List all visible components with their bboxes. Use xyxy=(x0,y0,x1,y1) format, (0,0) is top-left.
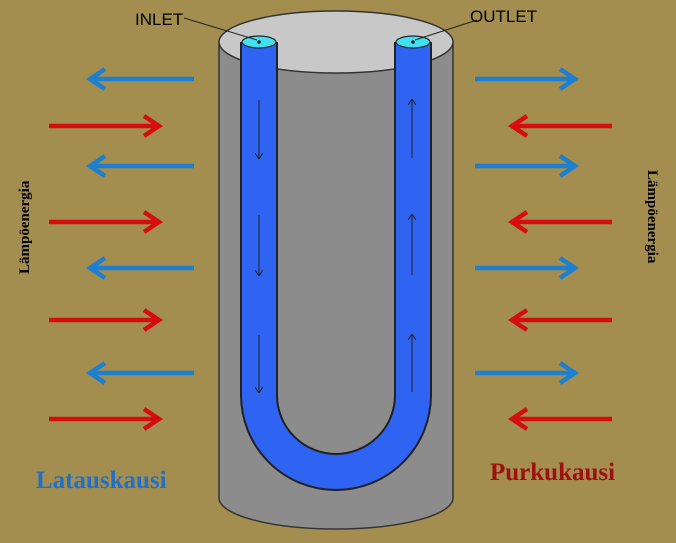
left-arrow-warm xyxy=(49,308,164,332)
heat-energy-right-label: Lämpöenergia xyxy=(644,170,660,264)
heat-energy-left-label: Lämpöenergia xyxy=(17,180,33,274)
outlet-label: OUTLET xyxy=(470,7,537,26)
left-arrow-warm xyxy=(49,114,164,138)
right-arrow-cold xyxy=(475,154,580,178)
left-arrow-cold xyxy=(85,256,194,280)
u-pipe xyxy=(240,35,432,491)
right-arrow-warm xyxy=(507,114,612,138)
left-arrow-cold xyxy=(85,361,194,385)
left-arrow-warm xyxy=(49,210,164,234)
inlet-label: INLET xyxy=(135,10,183,29)
left-arrow-cold xyxy=(85,67,194,91)
right-arrow-cold xyxy=(475,256,580,280)
left-arrow-cold xyxy=(85,154,194,178)
right-arrows xyxy=(475,67,612,431)
right-arrow-cold xyxy=(475,361,580,385)
u-pipe-fill xyxy=(242,42,430,489)
left-arrows xyxy=(49,67,194,431)
outlet-leader xyxy=(414,19,478,41)
left-arrow-warm xyxy=(49,407,164,431)
charging-season-label: Latauskausi xyxy=(36,467,167,494)
discharging-season-label: Purkukausi xyxy=(490,459,615,486)
right-arrow-warm xyxy=(507,210,612,234)
right-arrow-warm xyxy=(507,407,612,431)
inlet-leader xyxy=(183,17,258,41)
right-arrow-cold xyxy=(475,67,580,91)
right-arrow-warm xyxy=(507,308,612,332)
